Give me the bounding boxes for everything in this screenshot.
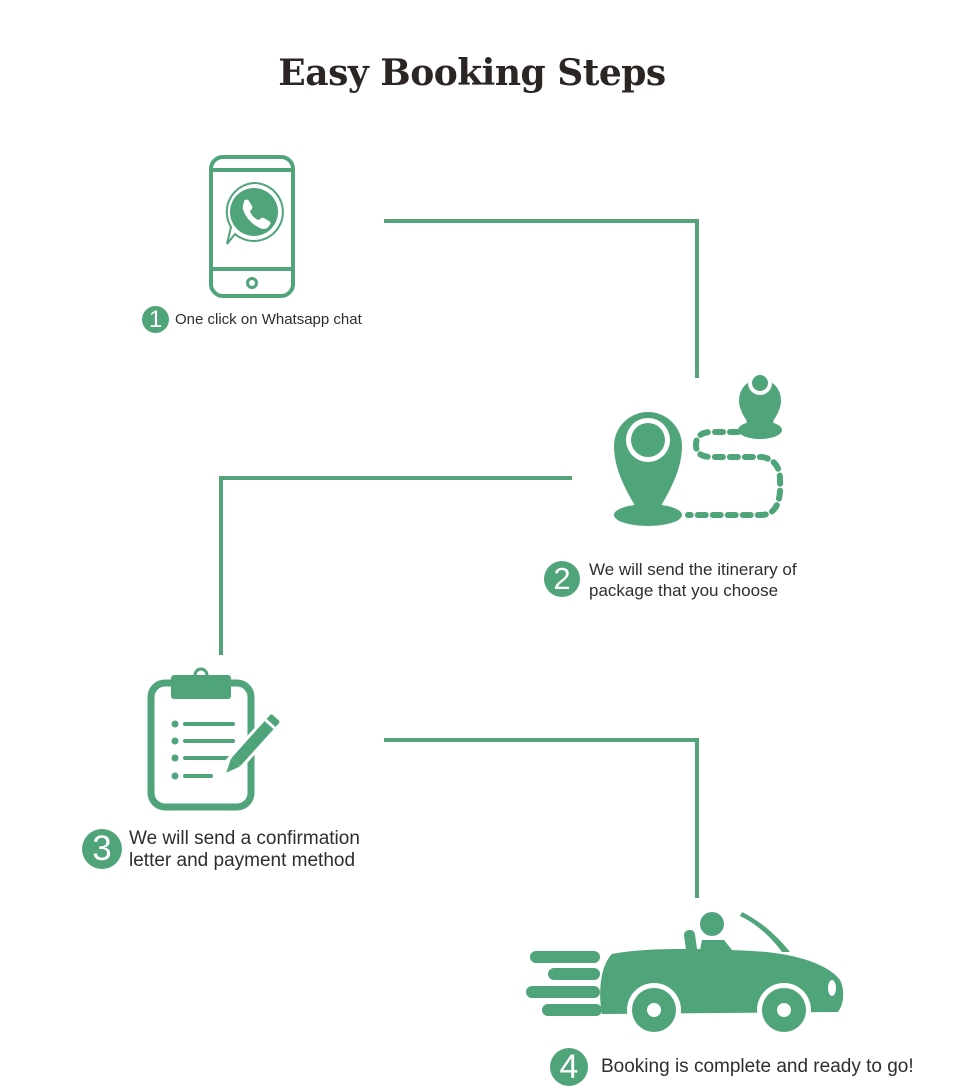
whatsapp-phone-icon [209,155,295,298]
connector-segment [695,738,699,898]
step-number-badge: 2 [544,561,580,597]
connector-segment [219,476,572,480]
map-route-pins-icon [614,371,784,526]
step-number-badge: 3 [82,829,122,869]
connector-segment [219,476,223,655]
convertible-car-icon [526,912,844,1037]
step-description: Booking is complete and ready to go! [601,1056,914,1077]
step-4: 4 Booking is complete and ready to go! [550,1048,914,1086]
step-description: We will send a confirmation letter and p… [129,828,360,871]
step-1: 1 One click on Whatsapp chat [142,306,362,333]
step-description: We will send the itinerary of package th… [589,560,797,600]
connector-segment [695,219,699,378]
clipboard-pencil-icon [147,667,283,811]
step-3: 3 We will send a confirmation letter and… [82,828,360,872]
step-2: 2 We will send the itinerary of package … [544,559,797,601]
step-number-badge: 4 [550,1048,588,1086]
step-description: One click on Whatsapp chat [175,311,362,328]
connector-segment [384,738,699,742]
page-title: Easy Booking Steps [278,52,666,94]
connector-segment [384,219,699,223]
step-number-badge: 1 [142,306,169,333]
